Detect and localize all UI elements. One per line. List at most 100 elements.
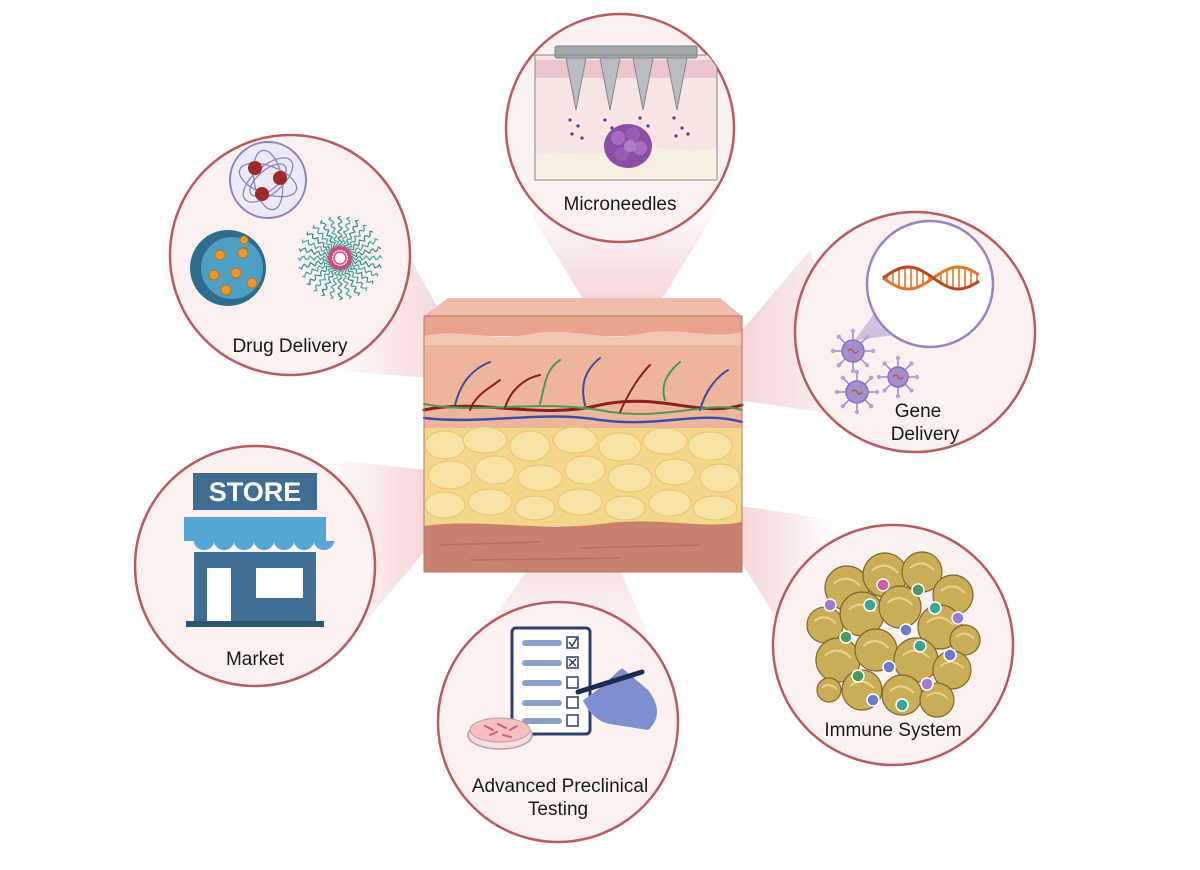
virus-spike-tip: [895, 393, 901, 399]
clipboard-icon: [510, 626, 592, 736]
virus-spike-tip: [850, 328, 856, 334]
virus-spike: [860, 337, 867, 344]
micelle-strand: [348, 237, 379, 255]
micro-skin-layer: [535, 60, 717, 78]
virus-genome: [851, 389, 863, 395]
adipocyte: [949, 624, 981, 656]
immune-cell: [911, 583, 925, 597]
adipocyte-highlight: [955, 632, 975, 640]
adipocyte-highlight: [813, 616, 837, 624]
virus-spike-tip: [854, 369, 860, 375]
label-preclinical-line1: Advanced Preclinical: [472, 776, 648, 797]
virus-spike-tip: [834, 389, 840, 395]
virus-spike-tip: [874, 389, 880, 395]
skin-top-face: [424, 298, 742, 316]
adipocyte-highlight: [939, 660, 965, 669]
virus-spike-tip: [909, 388, 914, 393]
adipocyte-highlight: [821, 683, 837, 690]
skin-cross-section: [422, 298, 744, 573]
node-preclinical: Advanced Preclinical Testing: [436, 600, 680, 844]
micelle-strand: [348, 260, 379, 277]
micelle-strand: [329, 267, 341, 300]
virus-spike-tip: [909, 361, 914, 366]
virus-spike-tip: [830, 348, 836, 354]
awning-scallop: [274, 541, 294, 550]
virus-spike-tip: [868, 375, 874, 381]
micelle-strand: [297, 254, 331, 262]
virus-spike: [860, 358, 867, 365]
node-drug-delivery: Drug Delivery: [168, 133, 412, 377]
virus-spike: [843, 378, 850, 385]
immune-cell: [863, 598, 877, 612]
store-scallops: [194, 541, 334, 550]
store-awning: [184, 527, 326, 541]
immune-cell: [913, 639, 927, 653]
micelle-head: [341, 264, 347, 270]
micelle-strand: [336, 267, 344, 301]
immune-cell: [899, 623, 913, 637]
micelle-strand: [313, 265, 336, 292]
adipocyte-highlight: [886, 597, 914, 606]
adipocyte-highlight: [909, 562, 935, 571]
liposome-icon: [190, 230, 266, 306]
virus-spike-tip: [864, 334, 870, 340]
immune-cell: [943, 648, 957, 662]
awning-scallop: [254, 541, 274, 550]
store-door: [207, 568, 231, 622]
micelle-head: [328, 259, 334, 265]
micelle-strand: [349, 257, 382, 269]
skin-epidermis: [424, 316, 742, 336]
fat-cells: [424, 426, 741, 521]
adipocyte-highlight: [849, 680, 875, 689]
micelle-strand: [339, 216, 351, 249]
virus-genome: [892, 374, 904, 380]
virus-spike-tip: [870, 348, 876, 354]
label-gene-delivery-line1: Gene: [895, 401, 941, 422]
adipocyte-highlight: [926, 616, 954, 626]
petri-dish-icon: [467, 717, 533, 750]
cell-cluster-icon: [806, 551, 981, 718]
skin-epidermis-wave: [424, 331, 742, 345]
dna-strand: [882, 265, 980, 291]
label-gene-delivery-line2: Delivery: [891, 424, 960, 445]
adipocyte-highlight: [889, 685, 915, 694]
virus-spike-tip: [895, 355, 901, 361]
virus-spike: [843, 399, 850, 406]
virus-spike-tip: [850, 368, 856, 374]
virus-spike-tip: [854, 409, 860, 415]
node-immune-system: Immune System: [771, 523, 1015, 767]
micelle-strand: [345, 265, 368, 292]
micelle-strand: [319, 219, 337, 250]
funnel-immune-system: [735, 505, 835, 640]
virus-spike: [839, 337, 846, 344]
virus-spike-tip: [914, 374, 920, 380]
immune-cell: [876, 578, 890, 592]
store-base: [186, 621, 324, 627]
skin-muscle-layer: [424, 521, 742, 572]
microneedle-array: [565, 57, 688, 111]
immune-cell: [851, 669, 865, 683]
virus-spike-tip: [876, 374, 882, 380]
micelle-strand: [340, 267, 352, 300]
node-market: STORE Market: [133, 444, 377, 688]
hand-pen-icon: [575, 668, 657, 730]
micelle-strand: [301, 261, 332, 279]
micelle-strand: [347, 262, 374, 285]
immune-cell: [895, 698, 909, 712]
micelle-strand: [298, 247, 331, 259]
virus-spike-tip: [882, 361, 887, 366]
micelle-head: [333, 246, 339, 252]
virus-spike: [864, 399, 871, 406]
immune-cell: [839, 630, 853, 644]
micelle-strand: [306, 263, 333, 286]
circle-drug-delivery: [168, 133, 412, 377]
virus-spike: [904, 383, 912, 391]
micelle-head: [346, 251, 352, 257]
store-icon: STORE: [184, 473, 334, 627]
dna-zoom-bubble: [865, 219, 995, 349]
skin-block-outline: [423, 315, 743, 573]
micelle-head: [327, 255, 333, 261]
drug-particles: [568, 116, 690, 140]
